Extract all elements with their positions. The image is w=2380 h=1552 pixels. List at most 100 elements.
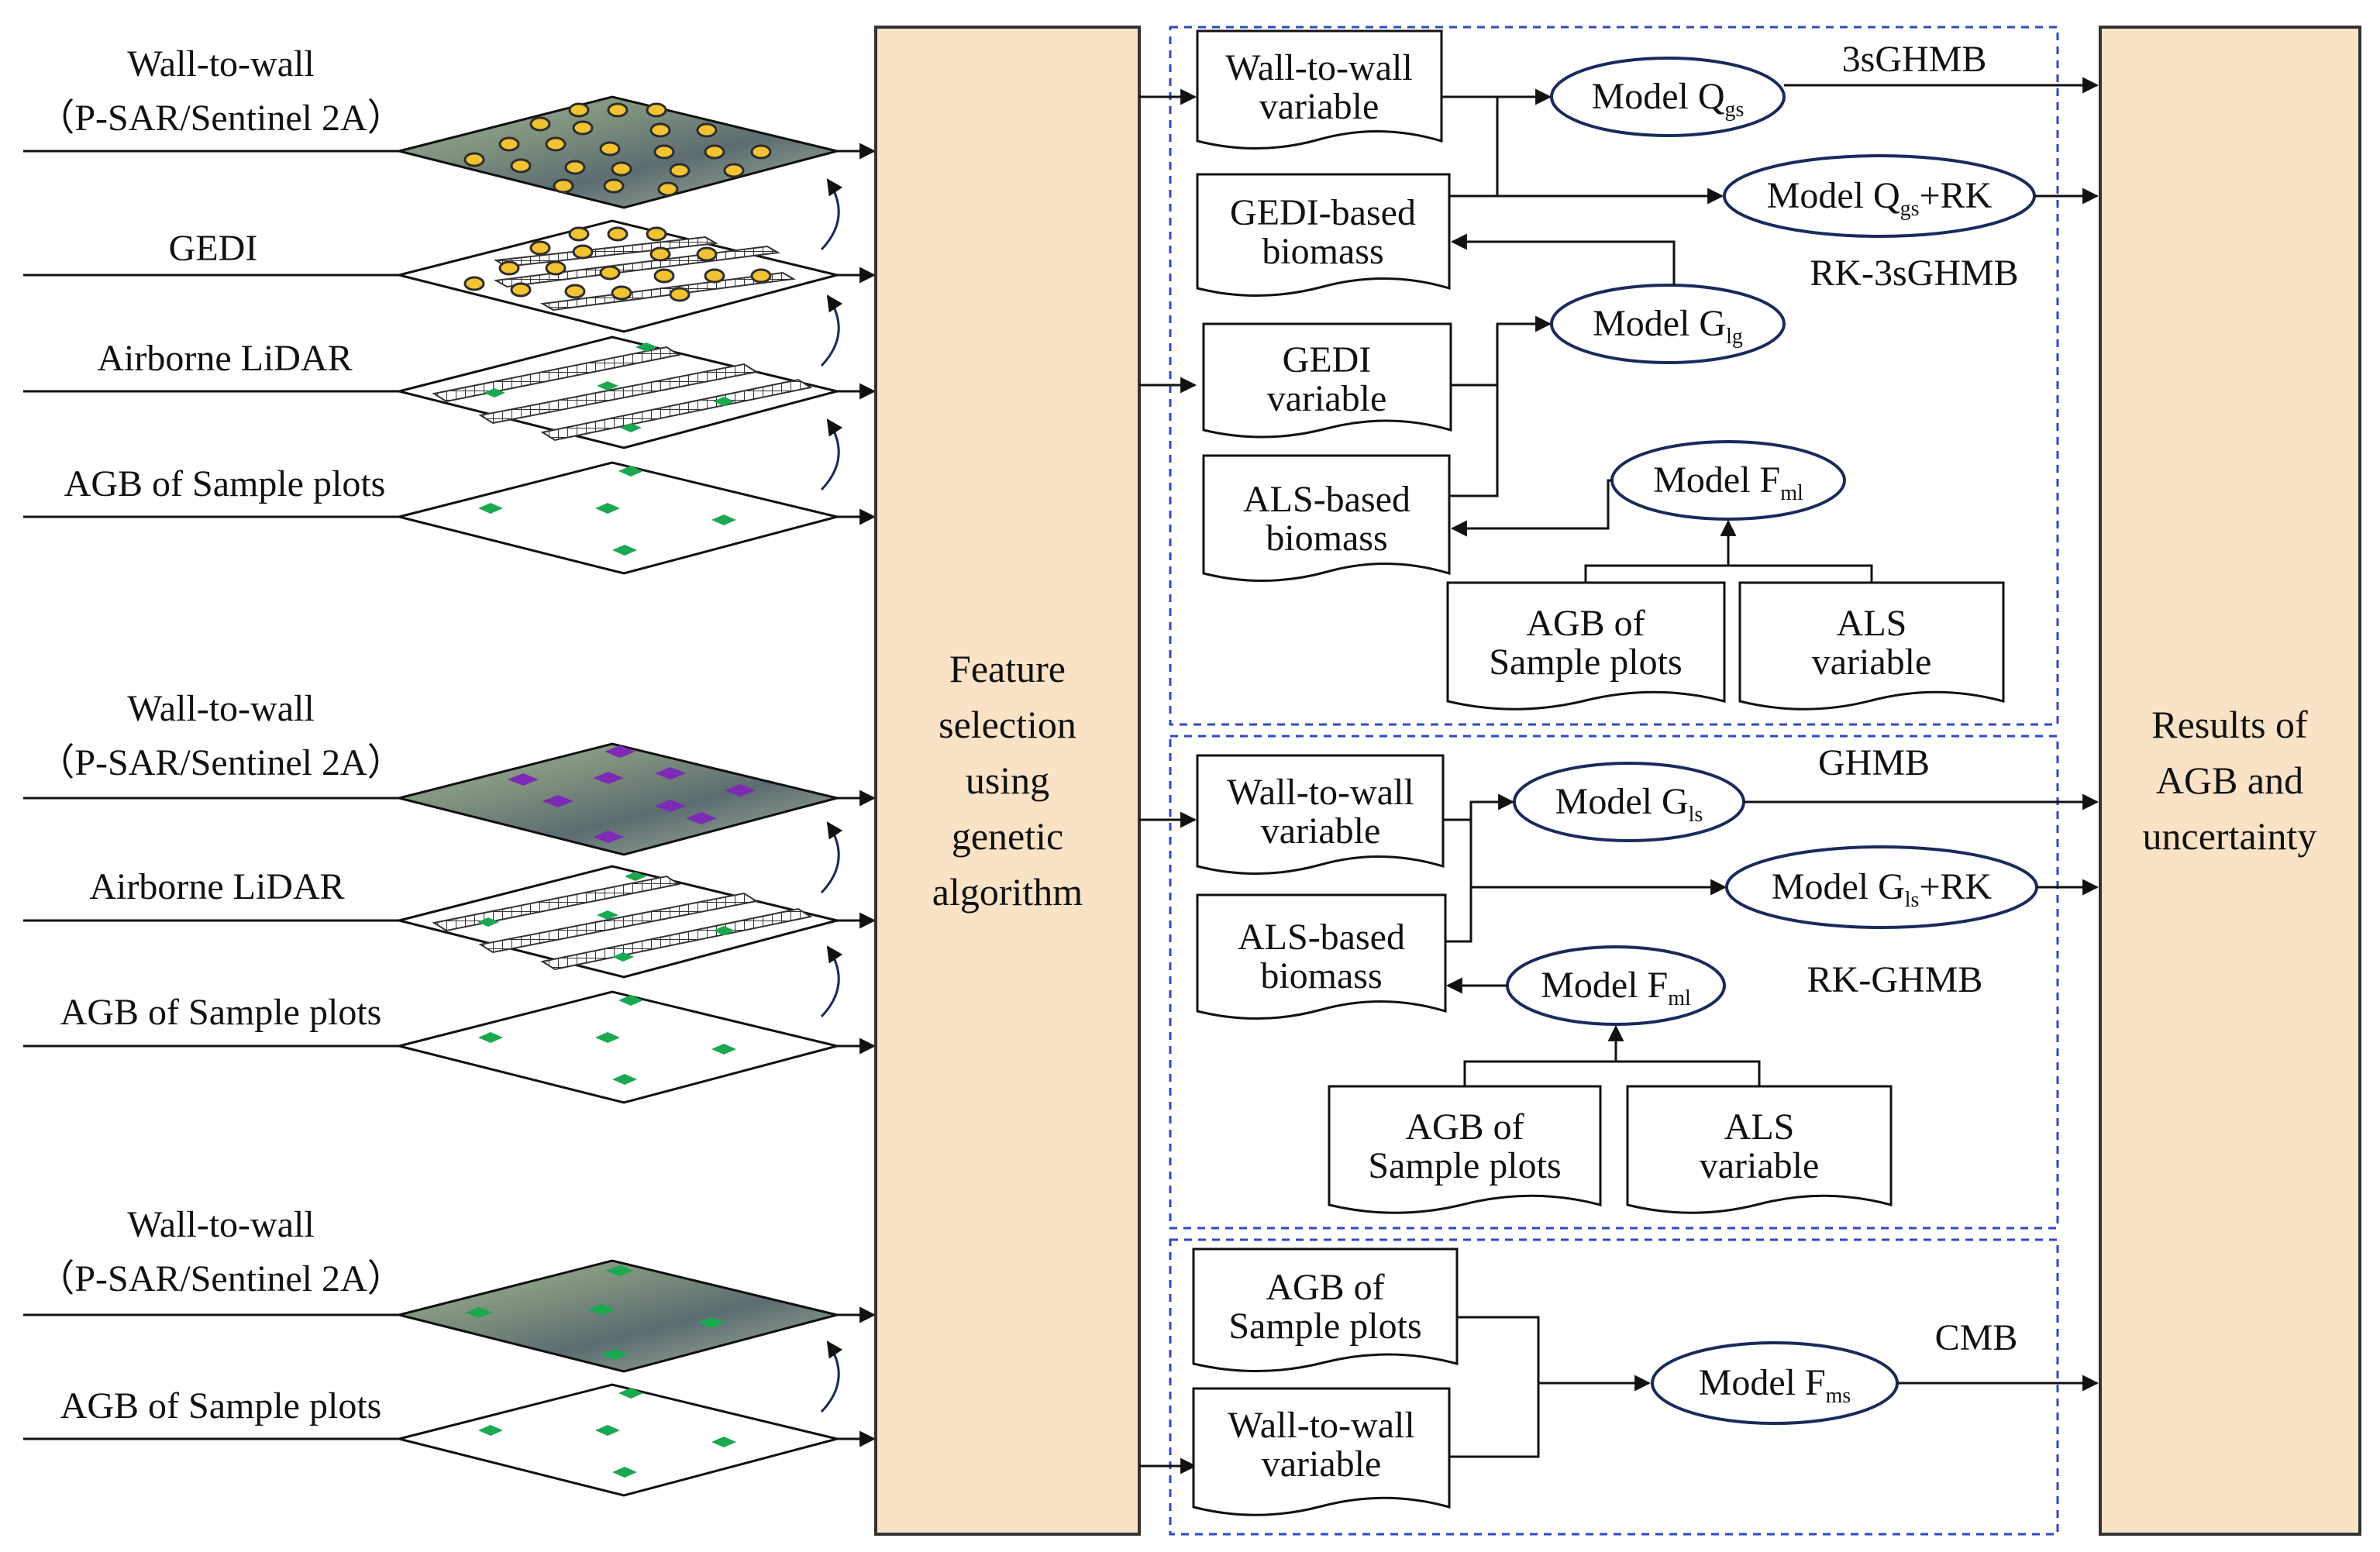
doc-label: biomass [1266,518,1387,559]
stack-arrows [820,1340,843,1413]
results-panel: Results of AGB and uncertainty [2099,26,2361,1536]
imagery-layer [398,742,838,856]
lidar-strips [432,875,813,971]
doc-agb-sample-plots [1192,1247,1459,1372]
doc-label: Wall-to-wall [1228,1405,1414,1446]
doc-label: ALS-based [1238,917,1405,958]
layer-label-agb-sample-plots: AGB of Sample plots [60,1385,382,1426]
doc-label: variable [1259,86,1379,127]
section-1: Wall-to-wall variable GEDI-based biomass… [1139,29,2099,711]
doc-label: ALS [1837,603,1907,644]
left-layer-stacks: Wall-to-wall （P-SAR/Sentinel 2A） GEDI [23,43,877,1497]
gedi-footprints [463,226,772,302]
feature-selection-box [874,26,1141,1536]
model-fms-label: Model Fms [1699,1362,1851,1408]
feature-line-4: genetic [952,814,1063,858]
layer-group-3: Wall-to-wall （P-SAR/Sentinel 2A） AGB of … [23,1204,877,1497]
section-frames [1169,26,2059,1536]
doc-wall-variable [1192,1387,1451,1516]
lidar-plots [477,872,735,962]
output-label-3sghmb: 3sGHMB [1842,39,1987,80]
doc-label: biomass [1262,231,1383,272]
doc-label: Sample plots [1228,1306,1421,1347]
doc-als-variable [1626,1085,1893,1214]
model-glg-label: Model Glg [1593,303,1743,349]
output-label-cmb: CMB [1935,1317,2018,1358]
doc-label: variable [1261,810,1381,852]
layer-label-psar: （P-SAR/Sentinel 2A） [37,98,404,139]
layer-label-agb-sample-plots: AGB of Sample plots [64,463,386,504]
results-line-2: AGB and [2156,759,2303,802]
imagery-plots [465,1265,725,1360]
doc-als-biomass [1196,893,1447,1020]
stack-arrows [820,821,843,1018]
results-line-3: uncertainty [2143,814,2317,858]
feature-line-5: algorithm [932,870,1083,914]
doc-label: variable [1267,378,1387,419]
doc-label: variable [1700,1145,1820,1186]
layer-group-1: Wall-to-wall （P-SAR/Sentinel 2A） GEDI [23,43,877,575]
lidar-strips [432,346,813,442]
model-gls-label: Model Gls [1555,781,1703,827]
feature-line-1: Feature [949,647,1066,690]
section-1-frame [1169,26,2059,726]
section-3-frame [1169,1238,2059,1536]
section-3-connectors [1449,1316,2099,1458]
layer-label-gedi: GEDI [169,228,258,269]
doc-label: variable [1262,1444,1382,1485]
layer-label-psar: （P-SAR/Sentinel 2A） [37,742,404,783]
sample-plot-layer [398,461,838,575]
doc-label: AGB of [1405,1106,1524,1148]
doc-label: ALS-based [1243,479,1410,520]
feature-line-3: using [966,759,1049,802]
output-label-rk-ghmb: RK-GHMB [1807,959,1983,1000]
section-1-connectors [1441,77,2099,583]
section-2-frame [1169,735,2059,1230]
sar-plots [508,745,756,843]
lidar-plots [484,342,735,432]
doc-wall-variable [1196,29,1443,150]
doc-label: GEDI-based [1230,192,1416,233]
doc-gedi-variable [1202,322,1452,439]
doc-label: Wall-to-wall [1227,772,1414,813]
doc-agb-sample-plots [1328,1085,1602,1214]
results-line-1: Results of [2151,703,2308,746]
doc-label: Sample plots [1489,642,1682,683]
layer-label-wall-to-wall: Wall-to-wall [127,1204,314,1245]
doc-label: variable [1812,642,1932,683]
doc-label: biomass [1260,955,1382,996]
model-fml-label: Model Fml [1653,459,1803,505]
sample-plots [478,1388,736,1478]
section-2: Wall-to-wall variable ALS-based biomass … [1139,742,2099,1214]
section-2-connectors [1443,793,2099,1086]
doc-als-variable [1738,581,2005,711]
sample-plots [478,466,736,556]
sample-plot-layer [398,990,838,1104]
model-qgs-rk-label: Model Qgs+RK [1767,175,1993,221]
model-fml-label: Model Fml [1541,965,1691,1010]
section-3: AGB of Sample plots Wall-to-wall variabl… [1139,1247,2099,1516]
doc-label: ALS [1724,1106,1795,1148]
sample-plot-layer [398,1383,838,1497]
layer-label-agb-sample-plots: AGB of Sample plots [60,992,382,1033]
doc-agb-sample-plots [1446,581,1726,711]
doc-wall-variable [1196,754,1445,876]
doc-label: AGB of [1266,1267,1384,1308]
model-gls-rk-label: Model Gls+RK [1772,866,1993,912]
gedi-footprints-on-imagery [463,102,772,197]
layer-label-psar: （P-SAR/Sentinel 2A） [37,1258,404,1299]
doc-label: GEDI [1283,339,1372,380]
layer-group-2: Wall-to-wall （P-SAR/Sentinel 2A） Airborn… [23,688,877,1104]
output-label-rk-3sghmb: RK-3sGHMB [1810,253,2018,294]
doc-als-biomass [1202,454,1451,583]
stack-arrows [820,178,843,491]
feature-line-2: selection [939,703,1076,746]
imagery-layer [398,1259,838,1373]
feature-selection-panel: Feature selection using genetic algorith… [874,26,1141,1536]
output-label-ghmb: GHMB [1818,742,1930,783]
doc-label: AGB of [1526,603,1645,644]
layer-label-airborne-lidar: Airborne LiDAR [89,866,344,907]
layer-label-airborne-lidar: Airborne LiDAR [97,338,352,379]
model-qgs-label: Model Qgs [1592,76,1745,122]
